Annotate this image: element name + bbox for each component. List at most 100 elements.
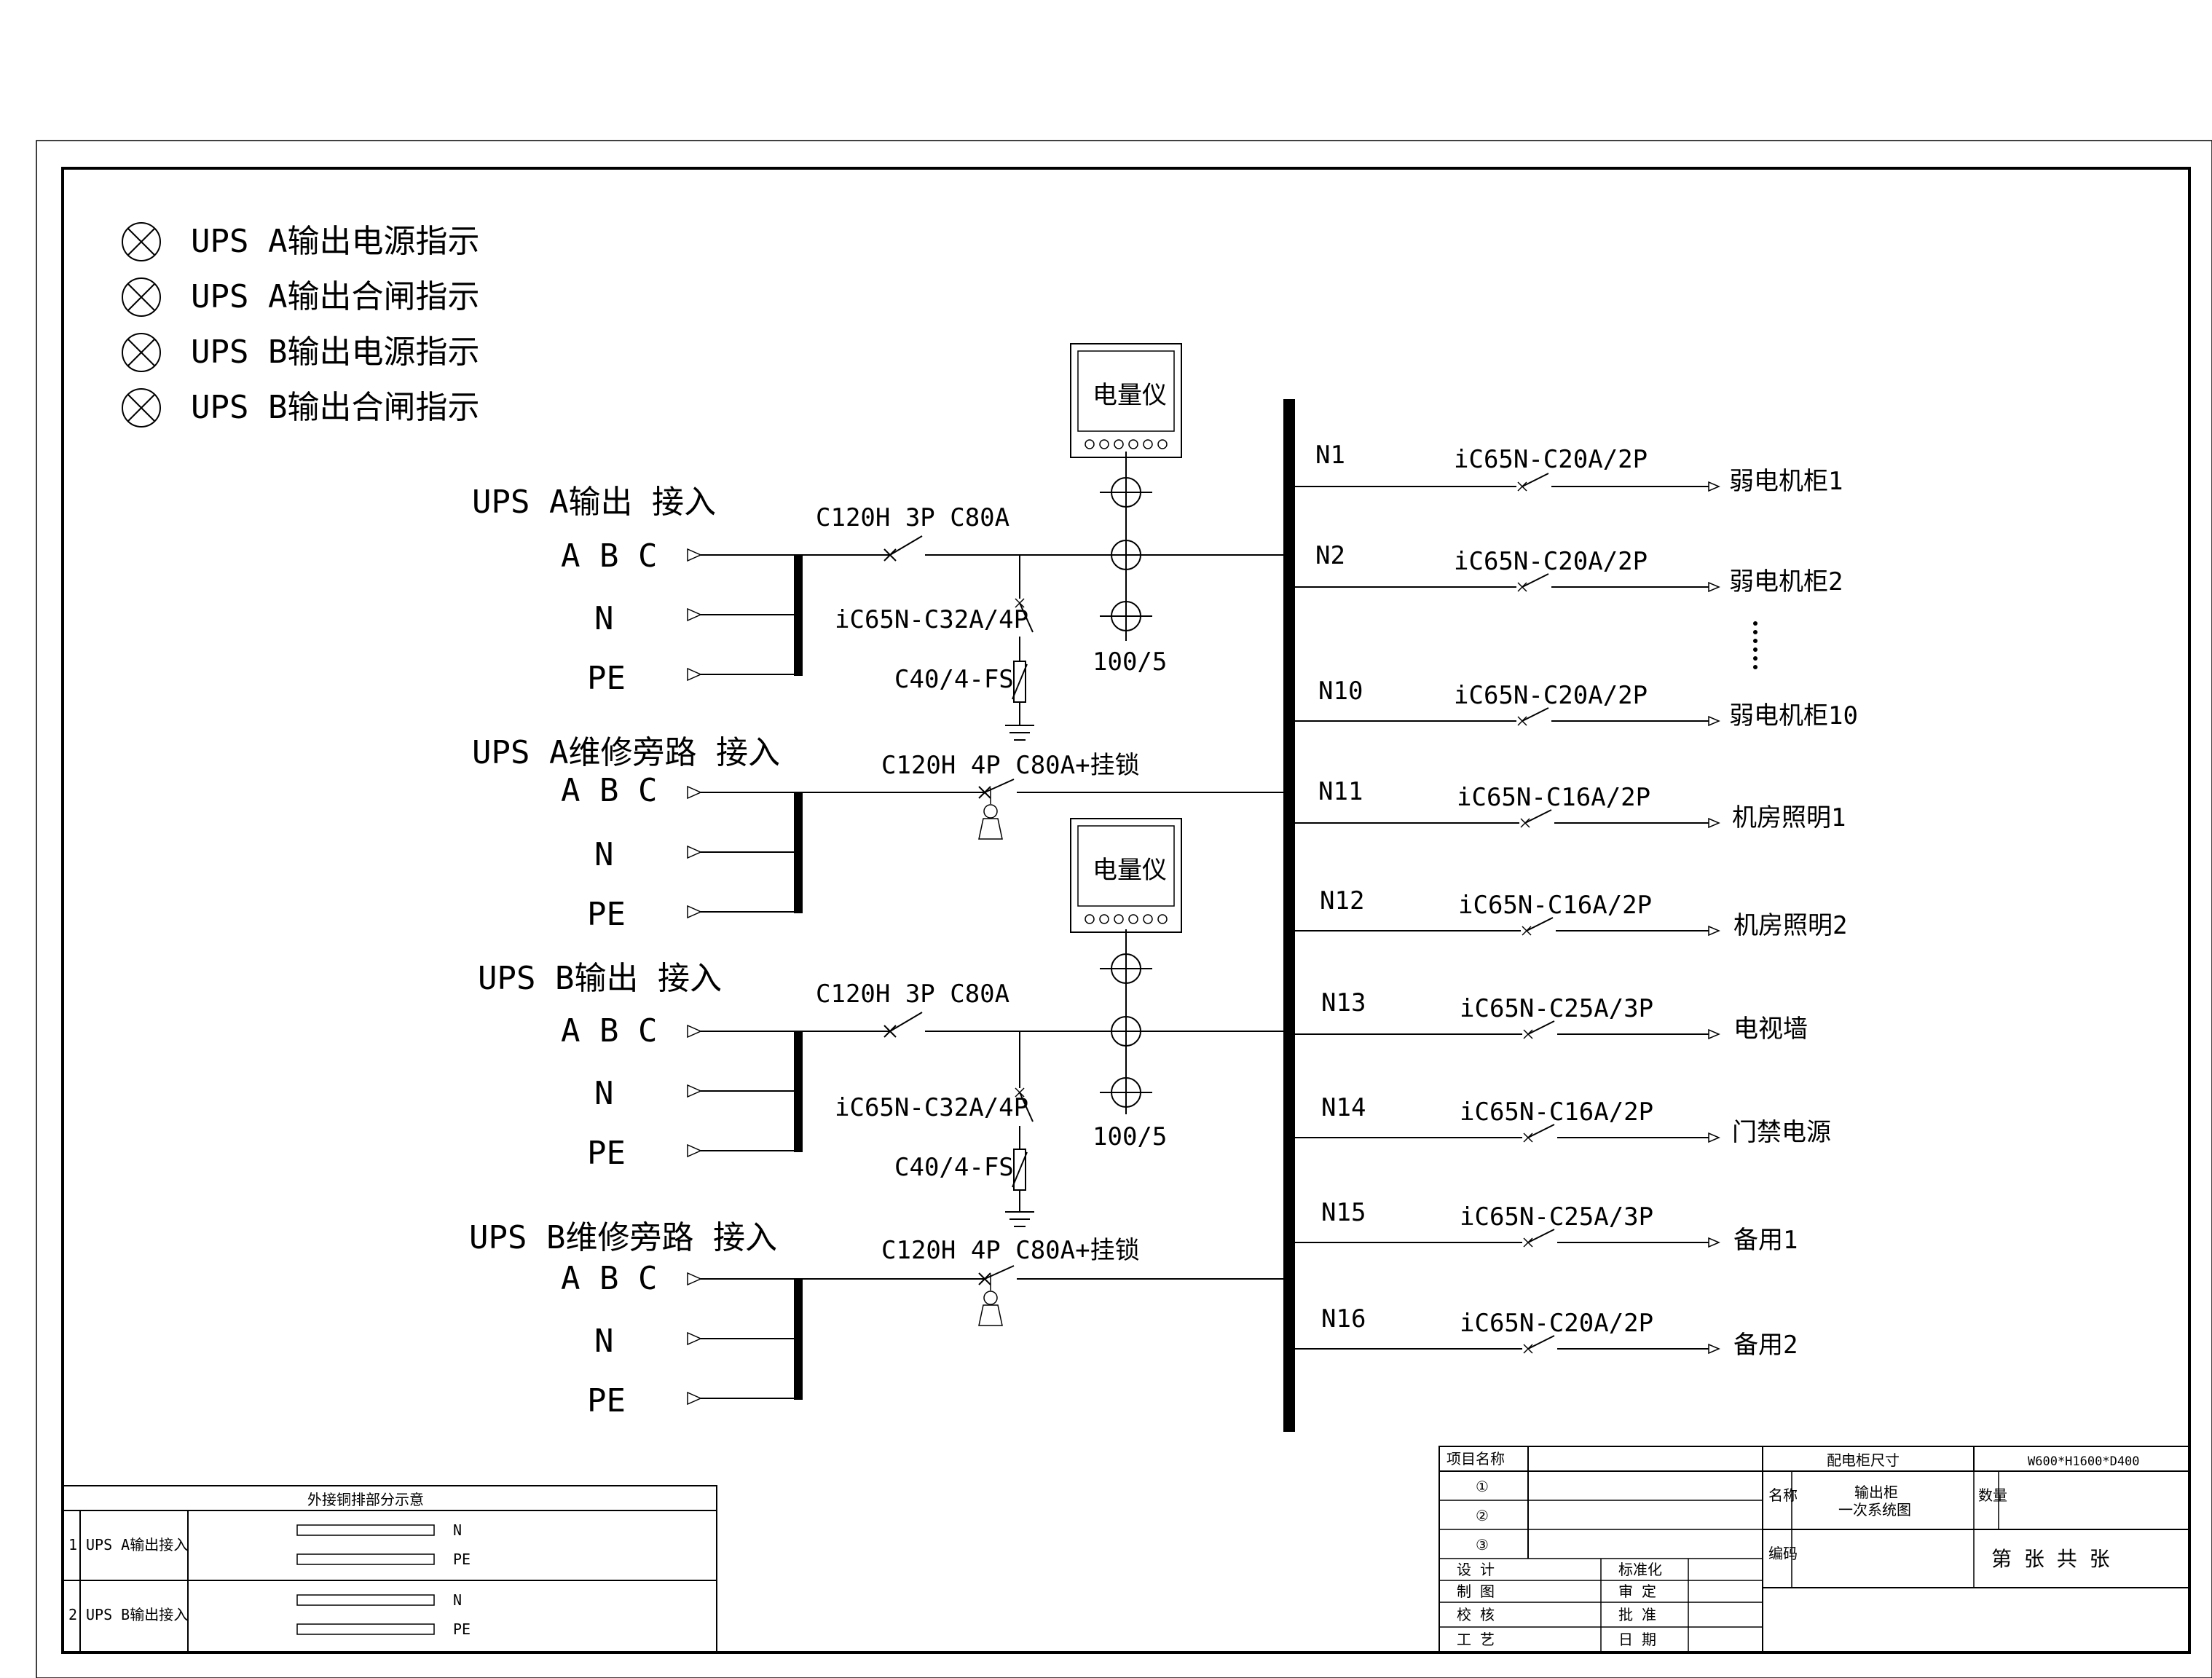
load-label: 弱电机柜1 [1729, 467, 1843, 496]
input-ups-b-bypass: UPS B维修旁路 接入 A B C N PE C120H 4P C80A+挂锁 [469, 1219, 1289, 1419]
circuit-breaker-label: iC65N-C20A/2P [1460, 1309, 1653, 1338]
legend-label-3: UPS B输出电源指示 [191, 334, 479, 371]
input-title: UPS B输出 接入 [478, 960, 722, 997]
breaker-switch-icon [883, 1012, 923, 1038]
bar-label: N [453, 1521, 462, 1539]
terminal-arrow-icon [687, 1084, 702, 1098]
circuit-breaker-label: iC65N-C20A/2P [1454, 681, 1648, 710]
power-meter-icon [1070, 818, 1182, 933]
terminal-arrow-icon [687, 607, 702, 622]
breaker-switch-icon [1523, 1124, 1555, 1143]
circuit-id: N2 [1315, 541, 1345, 570]
legend: UPS A输出电源指示 UPS A输出合闸指示 UPS B输出电源指示 UPS … [122, 222, 479, 428]
standard-label: 标准化 [1618, 1561, 1662, 1578]
circuit-breaker-label: iC65N-C16A/2P [1458, 891, 1652, 920]
indicator-lamp-icon [122, 333, 161, 372]
pe-label: PE [587, 1135, 626, 1172]
legend-label-4: UPS B输出合闸指示 [191, 389, 479, 426]
neutral-label: N [594, 836, 614, 873]
main-busbar [1283, 399, 1295, 1432]
title-block: 项目名称 配电柜尺寸 W600*H1600*D400 ① ② ③ 设 计 制 图… [1438, 1446, 2190, 1653]
terminal-arrow-icon [687, 845, 702, 859]
terminal-arrow-icon [687, 785, 702, 800]
spd-breaker-label: iC65N-C32A/4P [835, 605, 1028, 634]
load-label: 电视墙 [1733, 1015, 1808, 1044]
circuit-id: N11 [1318, 777, 1363, 806]
circuit-id: N13 [1321, 988, 1366, 1017]
input-busbar [794, 555, 803, 676]
surge-protector-icon [1012, 661, 1028, 703]
circuit-id: N10 [1318, 677, 1363, 706]
breaker-switch-icon [1522, 917, 1554, 936]
lockable-breaker-icon [978, 1265, 1015, 1326]
review-label: 审 定 [1618, 1583, 1656, 1600]
arrow-icon [1708, 817, 1720, 829]
date-label: 日 期 [1618, 1631, 1656, 1648]
input-ups-b-output: UPS B输出 接入 A B C N PE C120H 3P C80A iC65… [478, 818, 1289, 1227]
lockable-breaker-icon [978, 779, 1015, 840]
revision-2: ② [1476, 1507, 1489, 1524]
load-label: 弱电机柜2 [1729, 567, 1843, 596]
revision-3: ③ [1476, 1536, 1489, 1553]
craft-label: 工 艺 [1457, 1631, 1495, 1648]
name-label: 名称 [1768, 1486, 1798, 1504]
input-busbar [794, 1031, 803, 1152]
arrow-icon [1708, 1028, 1720, 1040]
cabinet-size-value: W600*H1600*D400 [2028, 1454, 2140, 1469]
terminal-arrow-icon [687, 1391, 702, 1406]
input-title: UPS A输出 接入 [472, 484, 716, 521]
arrow-icon [1708, 1237, 1720, 1248]
circuit-breaker-label: iC65N-C16A/2P [1457, 783, 1650, 812]
circuit-id: N15 [1321, 1198, 1366, 1227]
phase-label: A B C [561, 537, 657, 575]
circuit-breaker-label: iC65N-C20A/2P [1454, 547, 1648, 576]
main-breaker-label: C120H 4P C80A+挂锁 [881, 1236, 1140, 1265]
row-number: 1 [68, 1536, 77, 1553]
load-label: 机房照明2 [1733, 911, 1847, 940]
indicator-lamp-icon [122, 277, 161, 317]
input-title: UPS B维修旁路 接入 [469, 1219, 777, 1256]
arrow-icon [1708, 481, 1720, 492]
main-breaker-label: C120H 4P C80A+挂锁 [881, 751, 1140, 780]
circuit-id: N12 [1320, 886, 1364, 915]
legend-label-1: UPS A输出电源指示 [191, 223, 479, 260]
terminal-arrow-icon [687, 667, 702, 682]
input-ups-a-bypass: UPS A维修旁路 接入 A B C N PE C120H 4P C80A+挂锁 [472, 734, 1289, 933]
row-number: 2 [68, 1606, 77, 1623]
copper-bar [296, 1524, 435, 1536]
terminal-arrow-icon [687, 1143, 702, 1158]
name-value-line2: 一次系统图 [1838, 1501, 1911, 1519]
load-label: 门禁电源 [1732, 1118, 1831, 1147]
spd-label: C40/4-FS [894, 665, 1014, 694]
check-label: 校 核 [1457, 1606, 1495, 1623]
arrow-icon [1708, 581, 1720, 593]
row-name: UPS B输出接入 [86, 1606, 188, 1623]
breaker-switch-icon [1517, 473, 1549, 492]
indicator-lamp-icon [122, 222, 161, 261]
outer-frame [36, 140, 2212, 1678]
ground-icon [1005, 702, 1034, 741]
revision-1: ① [1476, 1478, 1489, 1495]
breaker-switch-icon [1520, 809, 1552, 828]
spd-breaker-label: iC65N-C32A/4P [835, 1093, 1028, 1122]
copper-bar [296, 1553, 435, 1565]
indicator-lamp-icon [122, 388, 161, 428]
sheet-number: 第 张 共 张 [1991, 1547, 2110, 1571]
ellipsis-icon [1753, 621, 1758, 669]
circuit-breaker-label: iC65N-C25A/3P [1460, 994, 1653, 1023]
approve-label: 批 准 [1618, 1606, 1656, 1623]
pe-label: PE [587, 896, 626, 933]
circuit-breaker-label: iC65N-C20A/2P [1454, 445, 1648, 474]
ct-ratio-label: 100/5 [1093, 647, 1167, 677]
pe-label: PE [587, 660, 626, 697]
breaker-switch-icon [1523, 1229, 1555, 1248]
load-label: 弱电机柜10 [1729, 701, 1858, 730]
breaker-switch-icon [1517, 573, 1549, 592]
load-label: 备用1 [1733, 1226, 1798, 1255]
bar-label: N [453, 1591, 462, 1609]
arrow-icon [1708, 715, 1720, 727]
power-meter-icon [1070, 343, 1182, 458]
input-busbar [794, 1279, 803, 1400]
load-label: 机房照明1 [1732, 803, 1846, 832]
